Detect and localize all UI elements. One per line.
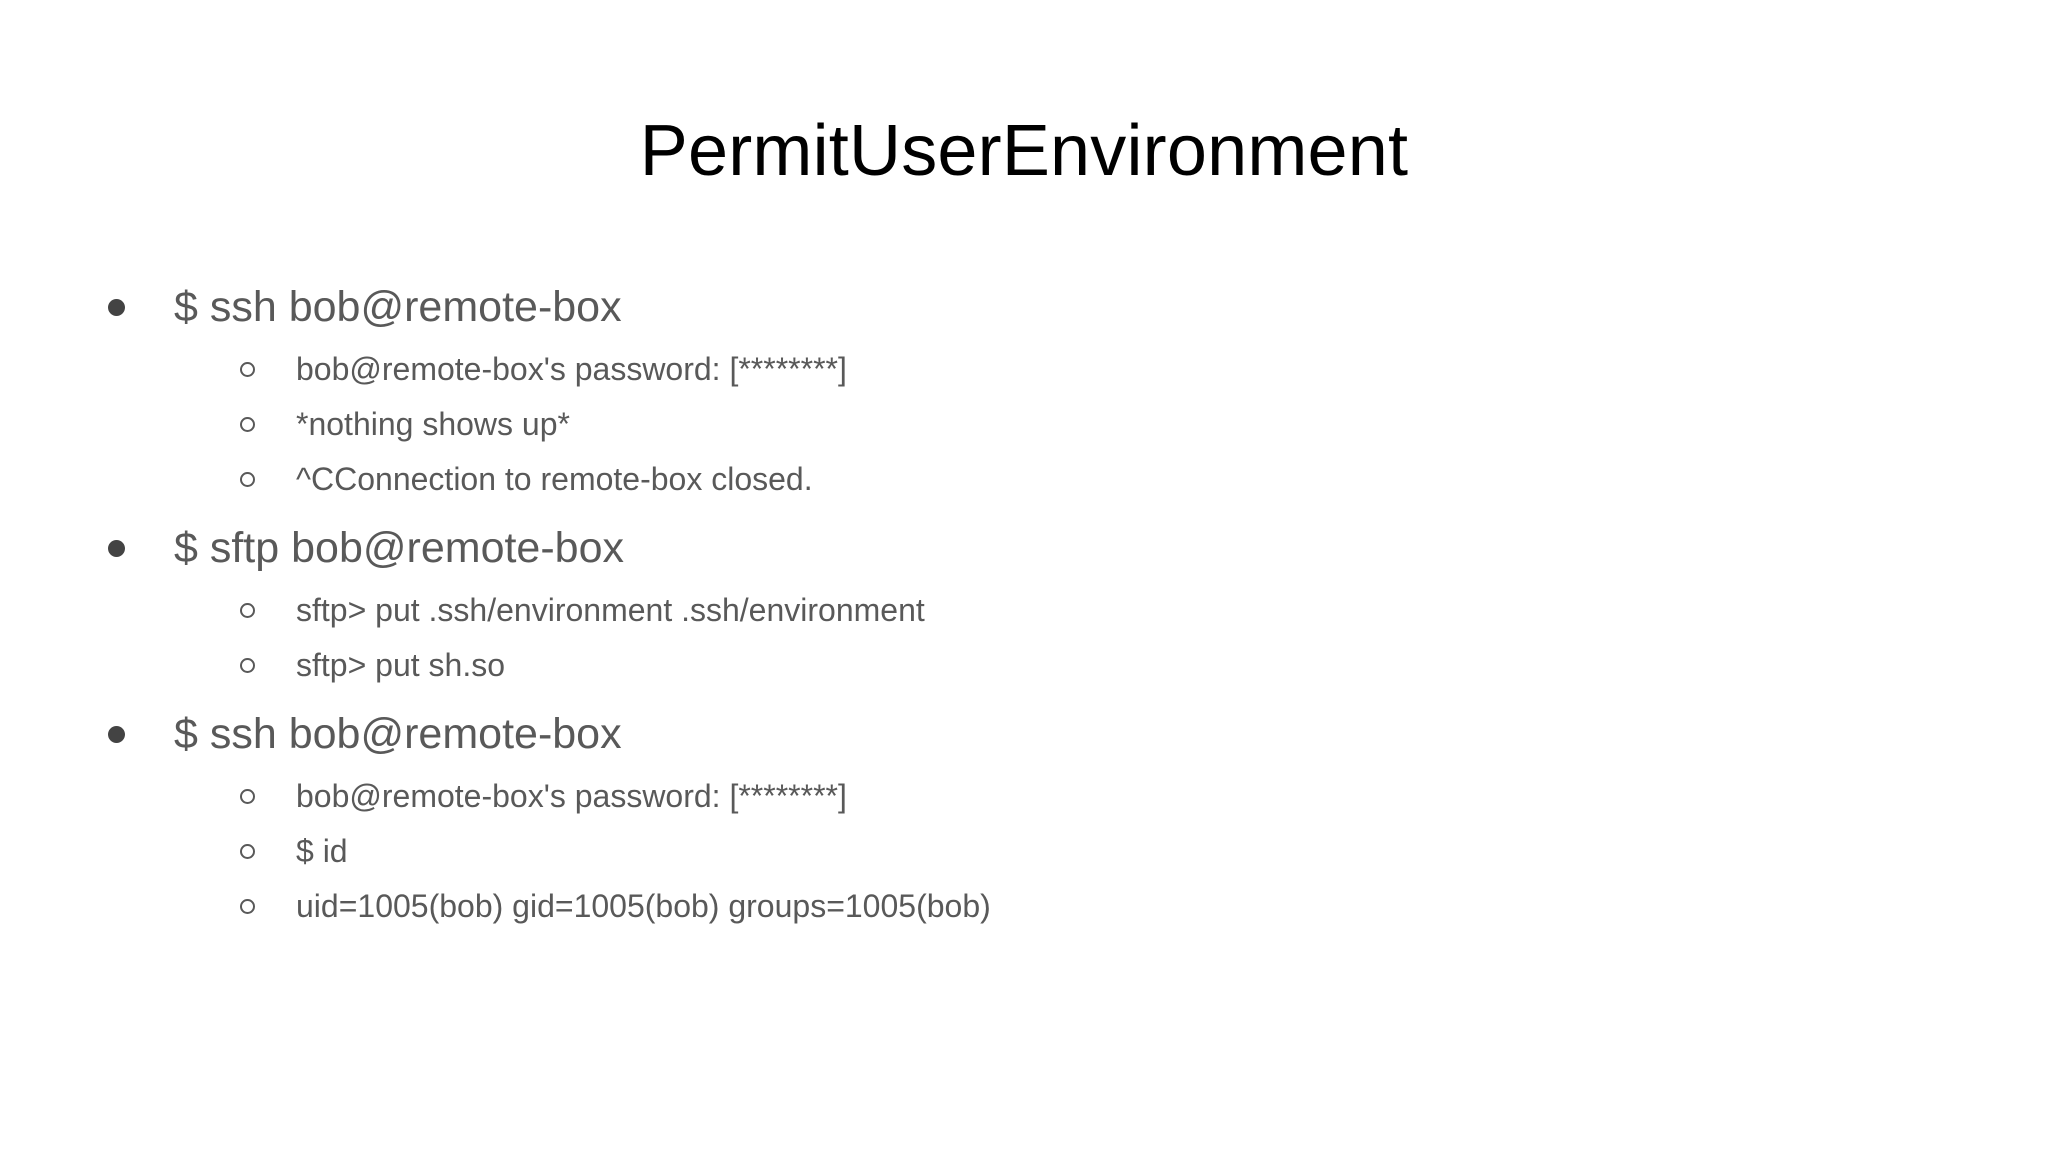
sub-bullet-row: *nothing shows up*	[108, 397, 1948, 452]
sub-bullet-row: sftp> put sh.so	[108, 638, 1948, 693]
sub-bullet-row: bob@remote-box's password: [********]	[108, 342, 1948, 397]
sub-bullet-text: bob@remote-box's password: [********]	[296, 351, 847, 387]
list-item: bob@remote-box's password: [********]	[108, 769, 1948, 824]
hollow-circle-icon	[240, 583, 296, 638]
list-item: bob@remote-box's password: [********]	[108, 342, 1948, 397]
bullet-text: $ sftp bob@remote-box	[174, 524, 624, 572]
sub-bullet-row: uid=1005(bob) gid=1005(bob) groups=1005(…	[108, 879, 1948, 934]
bullet-row: $ ssh bob@remote-box	[108, 272, 1948, 342]
sub-bullet-text: bob@remote-box's password: [********]	[296, 778, 847, 814]
hollow-circle-icon	[240, 638, 296, 693]
sub-bullet-row: bob@remote-box's password: [********]	[108, 769, 1948, 824]
page-title: PermitUserEnvironment	[639, 111, 1409, 191]
list-item: $ sftp bob@remote-box sftp> put .ssh/env…	[108, 513, 1948, 693]
sub-bullet-text: *nothing shows up*	[296, 406, 570, 442]
hollow-circle-icon	[240, 452, 296, 507]
sub-bullet-list: bob@remote-box's password: [********] *n…	[108, 342, 1948, 507]
list-item: uid=1005(bob) gid=1005(bob) groups=1005(…	[108, 879, 1948, 934]
slide-body: $ ssh bob@remote-box bob@remote-box's pa…	[108, 272, 1948, 934]
list-item: $ ssh bob@remote-box bob@remote-box's pa…	[108, 272, 1948, 507]
list-item: ^CConnection to remote-box closed.	[108, 452, 1948, 507]
sub-bullet-row: $ id	[108, 824, 1948, 879]
sub-bullet-text: sftp> put .ssh/environment .ssh/environm…	[296, 592, 925, 628]
sub-bullet-row: sftp> put .ssh/environment .ssh/environm…	[108, 583, 1948, 638]
bullet-list: $ ssh bob@remote-box bob@remote-box's pa…	[108, 272, 1948, 934]
filled-disc-icon	[108, 272, 174, 342]
sub-bullet-text: sftp> put sh.so	[296, 647, 506, 683]
filled-disc-icon	[108, 513, 174, 583]
sub-bullet-text: ^CConnection to remote-box closed.	[296, 461, 813, 497]
list-item: *nothing shows up*	[108, 397, 1948, 452]
bullet-text: $ ssh bob@remote-box	[174, 283, 622, 331]
list-item: sftp> put .ssh/environment .ssh/environm…	[108, 583, 1948, 638]
bullet-text: $ ssh bob@remote-box	[174, 710, 622, 758]
bullet-row: $ ssh bob@remote-box	[108, 699, 1948, 769]
sub-bullet-text: $ id	[296, 833, 348, 869]
sub-bullet-list: sftp> put .ssh/environment .ssh/environm…	[108, 583, 1948, 693]
hollow-circle-icon	[240, 769, 296, 824]
sub-bullet-list: bob@remote-box's password: [********] $ …	[108, 769, 1948, 934]
sub-bullet-text: uid=1005(bob) gid=1005(bob) groups=1005(…	[296, 888, 991, 924]
filled-disc-icon	[108, 699, 174, 769]
hollow-circle-icon	[240, 397, 296, 452]
list-item: $ ssh bob@remote-box bob@remote-box's pa…	[108, 699, 1948, 934]
bullet-row: $ sftp bob@remote-box	[108, 513, 1948, 583]
hollow-circle-icon	[240, 879, 296, 934]
hollow-circle-icon	[240, 342, 296, 397]
hollow-circle-icon	[240, 824, 296, 879]
sub-bullet-row: ^CConnection to remote-box closed.	[108, 452, 1948, 507]
list-item: $ id	[108, 824, 1948, 879]
list-item: sftp> put sh.so	[108, 638, 1948, 693]
